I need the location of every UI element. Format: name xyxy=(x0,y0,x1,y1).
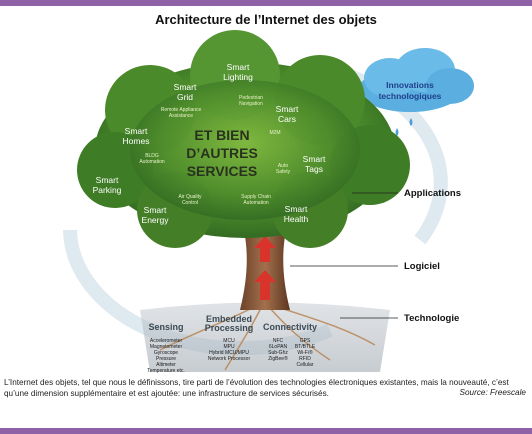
smart-health-l2: Health xyxy=(284,214,309,224)
connectivity-item: Sub-Ghz xyxy=(268,350,288,356)
sensing-item: Accelerometer xyxy=(150,338,183,344)
smart-items: Smart Lighting Smart Grid Smart Cars Sma… xyxy=(93,62,326,225)
sensing-item: Altimeter xyxy=(156,362,176,368)
connectivity-item: ZigBee® xyxy=(268,355,288,362)
smart-grid-l1: Smart xyxy=(174,82,197,92)
auto-l1: Auto xyxy=(278,163,289,169)
tree-trunk xyxy=(240,215,290,310)
smart-lighting-l2: Lighting xyxy=(223,72,253,82)
smart-cars-l1: Smart xyxy=(276,104,299,114)
bottom-accent-bar xyxy=(0,428,532,434)
center-line-1: ET BIEN xyxy=(194,127,249,143)
cloud-icon: Innovations technologiques xyxy=(358,48,474,136)
center-line-3: SERVICES xyxy=(187,163,258,179)
smart-energy-l2: Energy xyxy=(142,215,170,225)
bldg-l2: Automation xyxy=(139,159,165,165)
cloud-title-1: Innovations xyxy=(386,80,434,90)
smart-parking-l1: Smart xyxy=(96,175,119,185)
connectivity-title: Connectivity xyxy=(263,322,317,332)
top-accent-bar xyxy=(0,0,532,6)
center-line-2: D’AUTRES xyxy=(186,145,258,161)
embedded-item: MPU xyxy=(223,344,235,350)
sensing-title: Sensing xyxy=(148,322,183,332)
connectivity-item: Wi-Fi® xyxy=(297,349,313,356)
root-sections: Sensing Embedded Processing Connectivity xyxy=(148,314,317,333)
smart-grid-l2: Grid xyxy=(177,92,193,102)
smart-health-l1: Smart xyxy=(285,204,308,214)
smart-tags-l1: Smart xyxy=(303,154,326,164)
caption-text: L’Internet des objets, tel que nous le d… xyxy=(4,378,509,398)
pedestrian-l1: Pedestrian xyxy=(239,95,263,101)
leader-lines xyxy=(290,192,398,319)
small-items: Pedestrian Navigation Remote Appliance A… xyxy=(139,95,290,206)
smart-tags-l2: Tags xyxy=(305,164,323,174)
embedded-title-2: Processing xyxy=(205,323,254,333)
layer-label-applications: Applications xyxy=(404,188,462,199)
supply-l1: Supply Chain xyxy=(241,194,271,200)
root-items: Accelerometer Magnetometer Gyroscope Pre… xyxy=(147,338,316,374)
embedded-item: Hybrid MCU/MPU xyxy=(209,350,249,356)
center-text: ET BIEN D’AUTRES SERVICES xyxy=(186,127,258,179)
smart-lighting-l1: Smart xyxy=(227,62,250,72)
sensing-item: Temperature etc. xyxy=(147,368,185,374)
air-l2: Control xyxy=(182,200,198,206)
supply-l2: Automation xyxy=(243,200,269,206)
smart-homes-l1: Smart xyxy=(125,126,148,136)
remote-l2: Assistance xyxy=(169,113,193,119)
auto-l2: Safety xyxy=(276,169,291,175)
layer-label-logiciel: Logiciel xyxy=(404,261,440,272)
cloud-title-2: technologiques xyxy=(379,91,442,101)
air-l1: Air Quality xyxy=(178,194,202,200)
remote-l1: Remote Appliance xyxy=(161,107,202,113)
connectivity-item: GPS xyxy=(300,338,311,344)
embedded-item: MCU xyxy=(223,338,235,344)
smart-parking-l2: Parking xyxy=(93,185,122,195)
sensing-item: Magnetometer xyxy=(150,344,183,350)
connectivity-item: Cellular xyxy=(297,362,314,368)
connectivity-item: NFC xyxy=(273,338,284,344)
bldg-l1: BLDG xyxy=(145,153,159,159)
smart-energy-l1: Smart xyxy=(144,205,167,215)
sensing-item: Pressure xyxy=(156,356,176,362)
connectivity-item: BT/BTLE xyxy=(295,344,316,350)
pedestrian-l2: Navigation xyxy=(239,101,263,107)
layer-label-technologie: Technologie xyxy=(404,313,460,324)
figure-caption: L’Internet des objets, tel que nous le d… xyxy=(4,377,528,399)
sensing-item: Gyroscope xyxy=(154,350,178,356)
m2m-l1: M2M xyxy=(269,130,280,136)
smart-homes-l2: Homes xyxy=(123,136,150,146)
connectivity-item: 6LoPAN xyxy=(269,344,288,350)
embedded-item: Network Processor xyxy=(208,356,251,362)
figure-source: Source: Freescale xyxy=(459,388,526,397)
tree-canopy xyxy=(77,30,410,248)
smart-cars-l2: Cars xyxy=(278,114,296,124)
embedded-title-1: Embedded xyxy=(206,314,252,324)
figure-title: Architecture de l’Internet des objets xyxy=(155,12,377,27)
connectivity-item: RFID xyxy=(299,356,311,362)
